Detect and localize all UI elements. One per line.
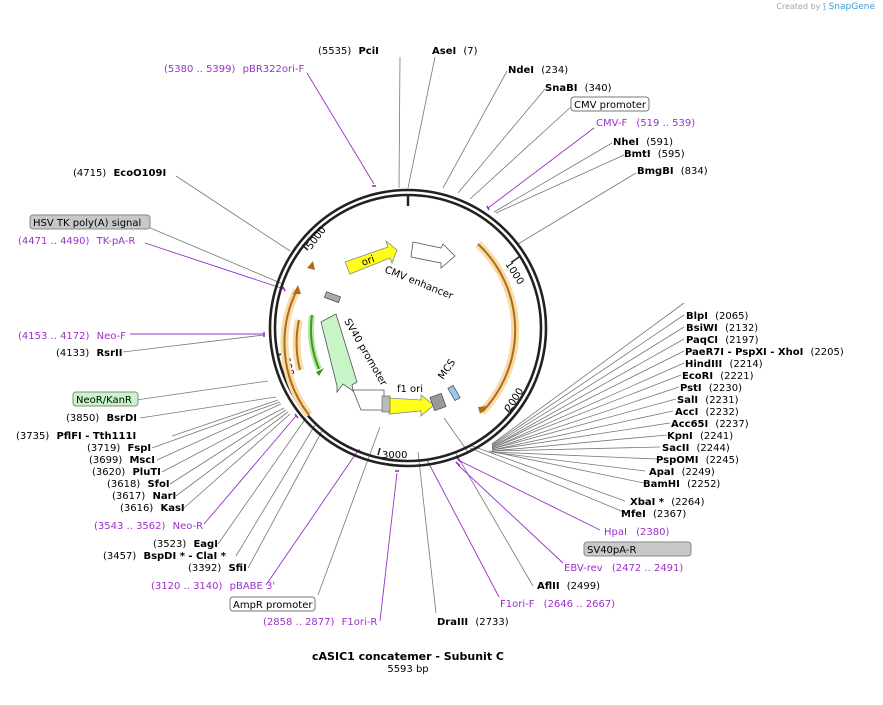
label-cmv-f: CMV-F (519 .. 539) (596, 118, 695, 129)
sv40-polya-box-label: SV40pA-R (587, 545, 636, 556)
neor-box-label: NeoR/KanR (76, 395, 132, 406)
leader-lines (122, 56, 685, 614)
credit-prefix: Created by (776, 2, 821, 11)
snapgene-logo-icon: ⟆ (822, 2, 827, 11)
label-sacii: KpnI (2241) (667, 431, 733, 442)
label-rsrii: (4133) RsrII (56, 348, 122, 359)
label-pbabe3: (3120 .. 3140) pBABE 3' (151, 581, 275, 592)
label-apai: PspOMI (2245) (656, 455, 739, 466)
label-pcii: (5535) PciI (318, 46, 379, 57)
label-draiii: DraIII (2733) (437, 617, 509, 628)
label-xbai: BamHI (2252) (643, 479, 720, 490)
label-bsiwi: BlpI (2065) (686, 311, 748, 322)
f1-ori-label: f1 ori (397, 384, 423, 395)
credit-brand: SnapGene (828, 2, 875, 12)
label-hpai: MfeI (2367) (621, 509, 686, 520)
label-hindiii: PaeR7I - PspXI - XhoI (2205) (685, 347, 844, 358)
label-f1ori-r: (2858 .. 2877) F1ori-R (263, 617, 377, 628)
label-paer7i: PaqCI (2197) (686, 335, 759, 346)
ori-feature: ori (344, 239, 398, 275)
label-neo-f: (4153 .. 4172) Neo-F (18, 331, 126, 342)
label-acci: SalI (2231) (677, 395, 739, 406)
label-pspomi: SacII (2244) (662, 443, 730, 454)
label-sfii: (3392) SfiI (188, 563, 247, 574)
label-mfei: XbaI * (2264) (630, 497, 705, 508)
site-labels: (5535) PciI AseI (7) NdeI (234) SnaBI (3… (16, 46, 844, 628)
label-bamhi: ApaI (2249) (649, 467, 715, 478)
label-paqci: BsiWI (2132) (686, 323, 758, 334)
label-kpni: Acc65I (2237) (671, 419, 749, 430)
label-sfoi: (3618) SfoI (107, 479, 170, 490)
label-ebv-rev: EBV-rev (2472 .. 2491) (564, 563, 683, 574)
arc-arrowheads (293, 261, 488, 414)
sv40-promoter-feature: SV40 promoter (320, 313, 389, 394)
mcs-feature: MCS (429, 357, 461, 412)
label-pflfi: (3735) PflFI - Tth111I (16, 431, 136, 442)
label-psti: EcoRI (2221) (682, 371, 754, 382)
label-tk-pa-r: (4471 .. 4490) TK-pA-R (18, 236, 135, 247)
label-acc65i: AccI (2232) (675, 407, 739, 418)
label-aflii: AflII (2499) (537, 581, 600, 592)
label-sali: PstI (2230) (680, 383, 742, 394)
cmv-enhancer-label: CMV enhancer (383, 265, 455, 303)
label-asei: AseI (7) (432, 46, 478, 57)
label-ndei: NdeI (234) (508, 65, 568, 76)
label-msci: (3699) MscI (89, 455, 155, 466)
label-eagi: (3523) EagI (153, 539, 218, 550)
f1-ori-feature: f1 ori (352, 384, 435, 417)
ampr-promoter-box-label: AmpR promoter (233, 600, 313, 611)
label-bmgbi: BmgBI (834) (637, 166, 708, 177)
label-sv40pa-r-real: HpaI (2380) (604, 527, 669, 538)
mcs-label: MCS (436, 357, 458, 381)
feature-box-labels: CMV promoter HSV TK poly(A) signal NeoR/… (29, 96, 692, 612)
backbone (268, 188, 548, 468)
label-ecori: HindIII (2214) (685, 359, 763, 370)
label-f1ori-f: F1ori-F (2646 .. 2667) (500, 599, 615, 610)
label-nhei: NheI (591) (613, 137, 673, 148)
primer-leader-lines (130, 72, 601, 622)
map-title: cASIC1 concatemer - Subunit C (312, 650, 504, 663)
label-fspi: (3719) FspI (87, 443, 151, 454)
label-neo-r: (3543 .. 3562) Neo-R (94, 521, 203, 532)
label-kasi: (3616) KasI (120, 503, 185, 514)
hsv-tk-feature (323, 291, 342, 304)
map-length: 5593 bp (387, 664, 428, 675)
label-pluti: (3620) PluTI (92, 467, 161, 478)
ori-label: ori (360, 254, 376, 269)
hsv-tk-box-label: HSV TK poly(A) signal (33, 218, 141, 229)
label-nari: (3617) NarI (112, 491, 176, 502)
label-bspdi: (3457) BspDI * - ClaI * (103, 551, 227, 562)
tick-2000: 2000 (503, 386, 526, 413)
feature-arcs (280, 241, 520, 418)
snapgene-credit: Created by ⟆ SnapGene (776, 2, 875, 12)
cmv-promoter-box-label: CMV promoter (574, 100, 647, 111)
label-ecoo109i: (4715) EcoO109I (73, 168, 166, 179)
label-snabi: SnaBI (340) (545, 83, 612, 94)
label-pbr322ori-f: (5380 .. 5399) pBR322ori-F (164, 64, 304, 75)
label-bsrdi: (3850) BsrDI (66, 413, 137, 424)
tick-3000: 3000 (382, 450, 407, 461)
label-bmti: BmtI (595) (624, 149, 685, 160)
